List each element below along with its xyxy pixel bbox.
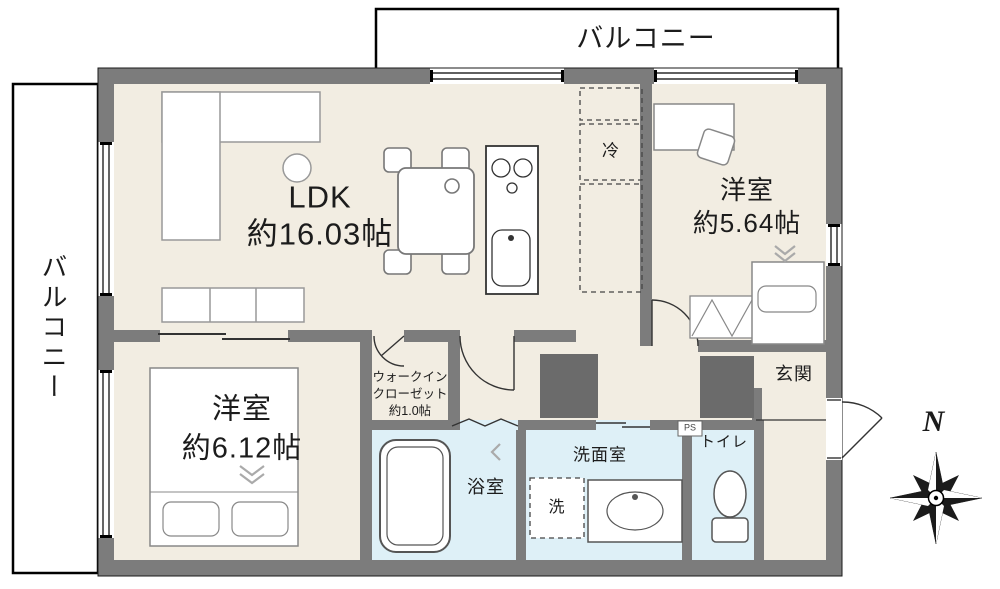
bedroom2-size-label: 約6.12帖 bbox=[181, 432, 303, 465]
cupboard-space bbox=[579, 87, 643, 121]
bedroom2-sliding-door bbox=[158, 333, 290, 340]
entrance-door bbox=[826, 398, 883, 460]
bedroom1-room-label: 洋室 bbox=[719, 175, 775, 205]
chevron-left-icon bbox=[490, 443, 501, 461]
refrigerator-space bbox=[579, 123, 643, 181]
side-table bbox=[282, 153, 312, 183]
closet-bifold-door bbox=[691, 298, 753, 338]
bedroom1-size-label: 約5.64帖 bbox=[692, 208, 802, 238]
ldk-furniture bbox=[161, 87, 643, 323]
refrigerator-label: 冷 bbox=[602, 141, 620, 161]
washroom-sliding-door bbox=[596, 422, 650, 428]
stove-burner-icon bbox=[513, 158, 533, 178]
balcony-left-label: バルコニー bbox=[38, 253, 68, 403]
stove-burner-icon bbox=[491, 158, 511, 178]
desk-chair bbox=[696, 128, 736, 166]
ldk-balcony-window bbox=[430, 68, 564, 84]
dining-set bbox=[383, 147, 475, 275]
washing-machine-space bbox=[529, 477, 585, 539]
pantry-space bbox=[579, 183, 643, 293]
ldk-size-label: 約16.03帖 bbox=[246, 216, 394, 252]
chevron-down-icon bbox=[239, 465, 265, 485]
ldk-hall-door bbox=[459, 335, 515, 391]
wic-label-line1: ウォークイン bbox=[372, 369, 448, 384]
chair bbox=[383, 249, 412, 275]
wic-label-line2: クローゼット bbox=[372, 386, 448, 401]
pillow bbox=[162, 501, 220, 537]
doors bbox=[158, 299, 883, 460]
faucet-icon bbox=[508, 235, 514, 241]
teapot-icon bbox=[444, 178, 460, 194]
bathroom-fixtures bbox=[379, 439, 501, 553]
bedroom2-furniture bbox=[149, 367, 299, 547]
toilet-tank bbox=[711, 517, 749, 543]
dining-table bbox=[397, 167, 475, 255]
pipe-space-label: PS bbox=[683, 422, 697, 433]
washroom-label: 洗面室 bbox=[573, 445, 627, 465]
pillow bbox=[757, 285, 817, 313]
bedroom2-side-window bbox=[98, 370, 114, 538]
vanity-sink bbox=[606, 491, 664, 531]
kitchen-storage bbox=[579, 87, 643, 293]
bedroom1-balcony-window bbox=[654, 68, 798, 84]
compass-north-label: N bbox=[922, 405, 946, 438]
pillow bbox=[231, 501, 289, 537]
toilet-fixture bbox=[711, 470, 749, 543]
left-balcony bbox=[11, 82, 100, 575]
bathtub bbox=[379, 439, 451, 553]
bedroom1-side-window bbox=[826, 224, 842, 266]
sofa bbox=[161, 91, 321, 241]
bedroom2-room-label: 洋室 bbox=[211, 393, 273, 426]
ldk-side-window bbox=[98, 142, 114, 296]
pipe-space-box bbox=[677, 420, 703, 437]
bathtub-inner bbox=[386, 446, 444, 546]
chair bbox=[383, 147, 412, 173]
tv-board bbox=[161, 287, 305, 323]
kitchen-sink bbox=[491, 229, 531, 287]
toilet-label: トイレ bbox=[699, 433, 749, 451]
entrance-label: 玄関 bbox=[775, 364, 813, 384]
laundry-label: 洗 bbox=[548, 499, 566, 516]
washroom-fixtures bbox=[529, 477, 683, 543]
unit-outline bbox=[97, 67, 843, 577]
hallway-storage bbox=[540, 354, 754, 418]
top-balcony bbox=[374, 7, 840, 72]
wic-door bbox=[373, 335, 405, 367]
bathroom-folding-door bbox=[451, 418, 519, 427]
walls bbox=[98, 68, 842, 576]
kitchen-counter bbox=[485, 145, 539, 295]
ldk-room-label: LDK bbox=[288, 179, 352, 215]
bathroom-label: 浴室 bbox=[467, 477, 505, 497]
compass-rose bbox=[889, 451, 983, 545]
toilet-bowl bbox=[713, 470, 747, 518]
chevron-down-icon bbox=[774, 245, 796, 263]
bedroom1-furniture bbox=[653, 103, 825, 345]
wic-label-line3: 約1.0帖 bbox=[388, 403, 432, 418]
windows bbox=[98, 68, 842, 538]
faucet-icon bbox=[632, 494, 638, 500]
balcony-top-label: バルコニー bbox=[576, 23, 716, 54]
stove-burner-icon bbox=[506, 182, 518, 194]
